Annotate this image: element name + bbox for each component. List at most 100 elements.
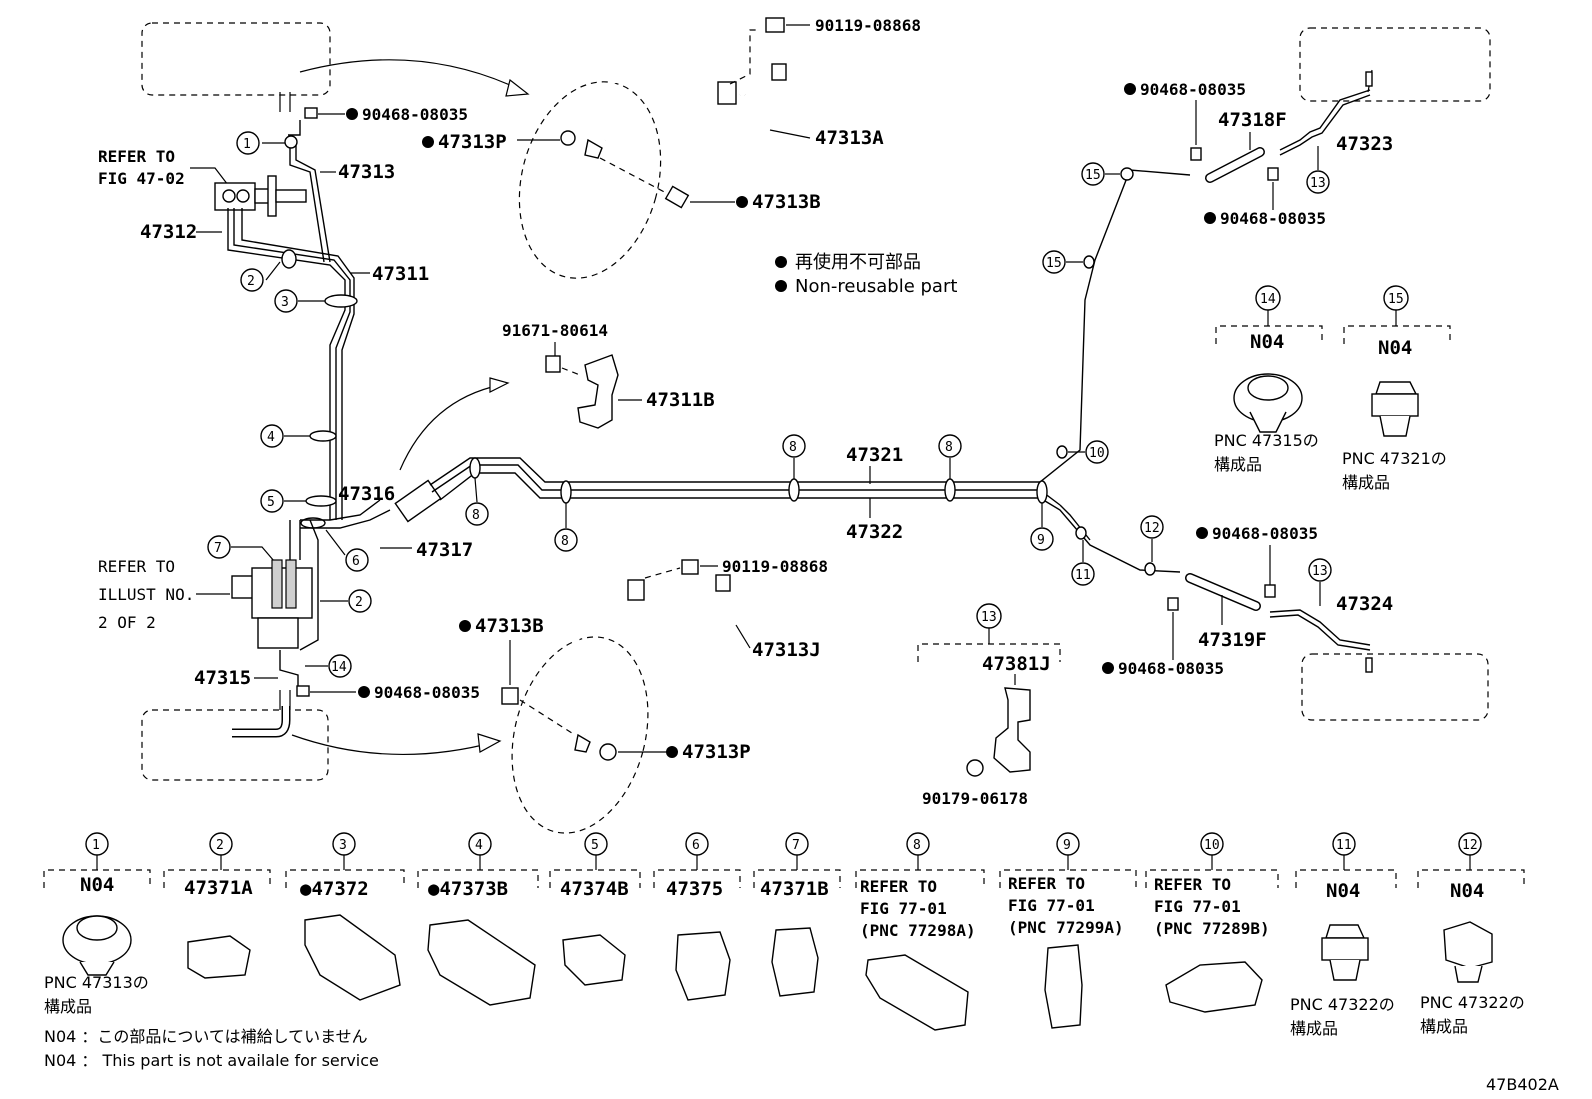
callout-2-b: 2 [355, 595, 363, 610]
part-47313: 47313 [338, 161, 395, 183]
bottom-panel-1-number: 1 [92, 838, 100, 853]
callout-15-a: 15 [1046, 256, 1062, 271]
panel-14-code: N04 [1250, 331, 1284, 353]
bottom-panel-11-note1: PNC 47322の [1290, 995, 1395, 1014]
footnote-en: N04 ： This part is not availale for serv… [44, 1051, 379, 1070]
part-47312: 47312 [140, 221, 197, 243]
bottom-panel-2-number: 2 [216, 838, 224, 853]
bottom-panel-8-line2: FIG 77-01 [860, 899, 947, 918]
panel-15-note2: 構成品 [1342, 473, 1390, 492]
abs-unit: REFER TO ILLUST NO. 2 OF 2 47315 47316 4… [98, 479, 473, 690]
refer-illust-line1: REFER TO [98, 557, 175, 576]
part-47317: 47317 [416, 539, 473, 561]
part-47313J: 47313J [752, 639, 821, 661]
callout-8-d: 8 [945, 440, 953, 455]
refer-fig-47-02-line2: FIG 47-02 [98, 169, 185, 188]
bottom-panels: 1 N04 PNC 47313の 構成品 2 47371A 3 ●47372 4… [43, 832, 1525, 1038]
part-90468-08035-e: 90468-08035 [1212, 524, 1318, 543]
bottom-panel-10-line2: FIG 77-01 [1154, 897, 1241, 916]
rear-lower-right: 90468-08035 47319F 90468-08035 47324 [1102, 524, 1489, 721]
callout-12: 12 [1144, 521, 1160, 536]
part-91671-80614: 91671-80614 [502, 321, 608, 340]
bottom-panel-4-number: 4 [475, 838, 483, 853]
part-47322: 47322 [846, 521, 903, 543]
refer-illust-line2: ILLUST NO. [98, 585, 194, 604]
part-90468-08035-f: 90468-08035 [1118, 659, 1224, 678]
legend-en: Non-reusable part [795, 276, 957, 297]
callout-6: 6 [352, 554, 360, 569]
panel-13: 13 47381J 90179-06178 [917, 603, 1061, 808]
part-47315: 47315 [194, 667, 251, 689]
bottom-panel-9-number: 9 [1063, 838, 1071, 853]
legend: 再使用不可部品 Non-reusable part [775, 252, 957, 297]
callout-10: 10 [1089, 446, 1105, 461]
bottom-panel-10-line1: REFER TO [1154, 875, 1231, 894]
refer-fig-47-02-line1: REFER TO [98, 147, 175, 166]
bottom-panel-9-line3: (PNC 77299A) [1008, 918, 1124, 937]
callout-8-a: 8 [472, 508, 480, 523]
refer-illust-line3: 2 OF 2 [98, 613, 156, 632]
bottom-panel-1-label: N04 [80, 874, 114, 896]
part-47324: 47324 [1336, 593, 1393, 615]
bottom-panel-12-number: 12 [1462, 838, 1478, 853]
bottom-left-inset: 90468-08035 [141, 683, 502, 781]
front-hose-bottom: 90119-08868 47313J 47313B 47313P [459, 557, 828, 834]
bottom-panel-8-number: 8 [913, 838, 921, 853]
bottom-panel-7-label: 47371B [760, 878, 829, 900]
part-90179-06178: 90179-06178 [922, 789, 1028, 808]
center-callouts: 8 8 8 8 9 10 11 12 15 15 13 13 [465, 146, 1332, 606]
part-90468-08035-a: 90468-08035 [362, 105, 468, 124]
panel-14-note1: PNC 47315の [1214, 431, 1319, 450]
part-90119-08868-a: 90119-08868 [815, 16, 921, 35]
part-47313B-a: 47313B [752, 191, 821, 213]
panel-15-code: N04 [1378, 337, 1412, 359]
bottom-panel-11-label: N04 [1326, 880, 1360, 902]
bottom-panel-10-number: 10 [1204, 838, 1220, 853]
panel-14-note2: 構成品 [1214, 455, 1262, 474]
legend-ja: 再使用不可部品 [795, 252, 921, 273]
bottom-panel-3-number: 3 [339, 838, 347, 853]
part-47313P-b: 47313P [682, 741, 751, 763]
panel-15-note1: PNC 47321の [1342, 449, 1447, 468]
non-reusable-dot [346, 108, 358, 120]
bottom-panel-3-label: ●47372 [300, 878, 369, 900]
bottom-panel-11-number: 11 [1336, 838, 1352, 853]
figure-code: 47B402A [1486, 1075, 1559, 1094]
bottom-panel-12-label: N04 [1450, 880, 1484, 902]
bottom-panel-6-number: 6 [692, 838, 700, 853]
part-90468-08035-d: 90468-08035 [1220, 209, 1326, 228]
bottom-panel-5-number: 5 [591, 838, 599, 853]
master-cylinder-area: REFER TO FIG 47-02 47312 47313 47311 [98, 120, 429, 529]
bottom-panel-8-line3: (PNC 77298A) [860, 921, 976, 940]
callout-9: 9 [1037, 533, 1045, 548]
bottom-panel-7-number: 7 [792, 838, 800, 853]
part-47316: 47316 [338, 483, 395, 505]
bottom-panel-8-line1: REFER TO [860, 877, 937, 896]
right-panels: 14 N04 PNC 47315の 構成品 15 N04 PNC 47321の … [1214, 285, 1451, 492]
bottom-panel-1-note1: PNC 47313の [44, 973, 149, 992]
part-47311B: 47311B [646, 389, 715, 411]
bottom-panel-4-label: ●47373B [428, 878, 508, 900]
rear-upper-right: 90468-08035 47318F 90468-08035 47323 [1124, 27, 1491, 228]
callout-8-c: 8 [789, 440, 797, 455]
footnote-ja: N04 ：この部品については補給していません [44, 1027, 368, 1046]
part-47313P-a: 47313P [438, 131, 507, 153]
callout-13-a: 13 [1310, 176, 1326, 191]
bottom-panel-10-line3: (PNC 77289B) [1154, 919, 1270, 938]
part-90468-08035-b: 90468-08035 [374, 683, 480, 702]
part-47323: 47323 [1336, 133, 1393, 155]
part-47321: 47321 [846, 444, 903, 466]
bracket-47311B: 91671-80614 47311B [399, 321, 715, 471]
callout-1: 1 [243, 137, 251, 152]
part-47318F: 47318F [1218, 109, 1287, 131]
panel-15-number: 15 [1388, 292, 1404, 307]
callout-15-b: 15 [1085, 168, 1101, 183]
main-lines: 47321 47322 [429, 167, 1191, 576]
callout-8-b: 8 [561, 534, 569, 549]
callout-13-b: 13 [1312, 564, 1328, 579]
bottom-panel-12-note2: 構成品 [1420, 1017, 1468, 1036]
top-left-inset: 90468-08035 [141, 22, 530, 124]
callout-7: 7 [214, 541, 222, 556]
bottom-panel-9-line1: REFER TO [1008, 874, 1085, 893]
